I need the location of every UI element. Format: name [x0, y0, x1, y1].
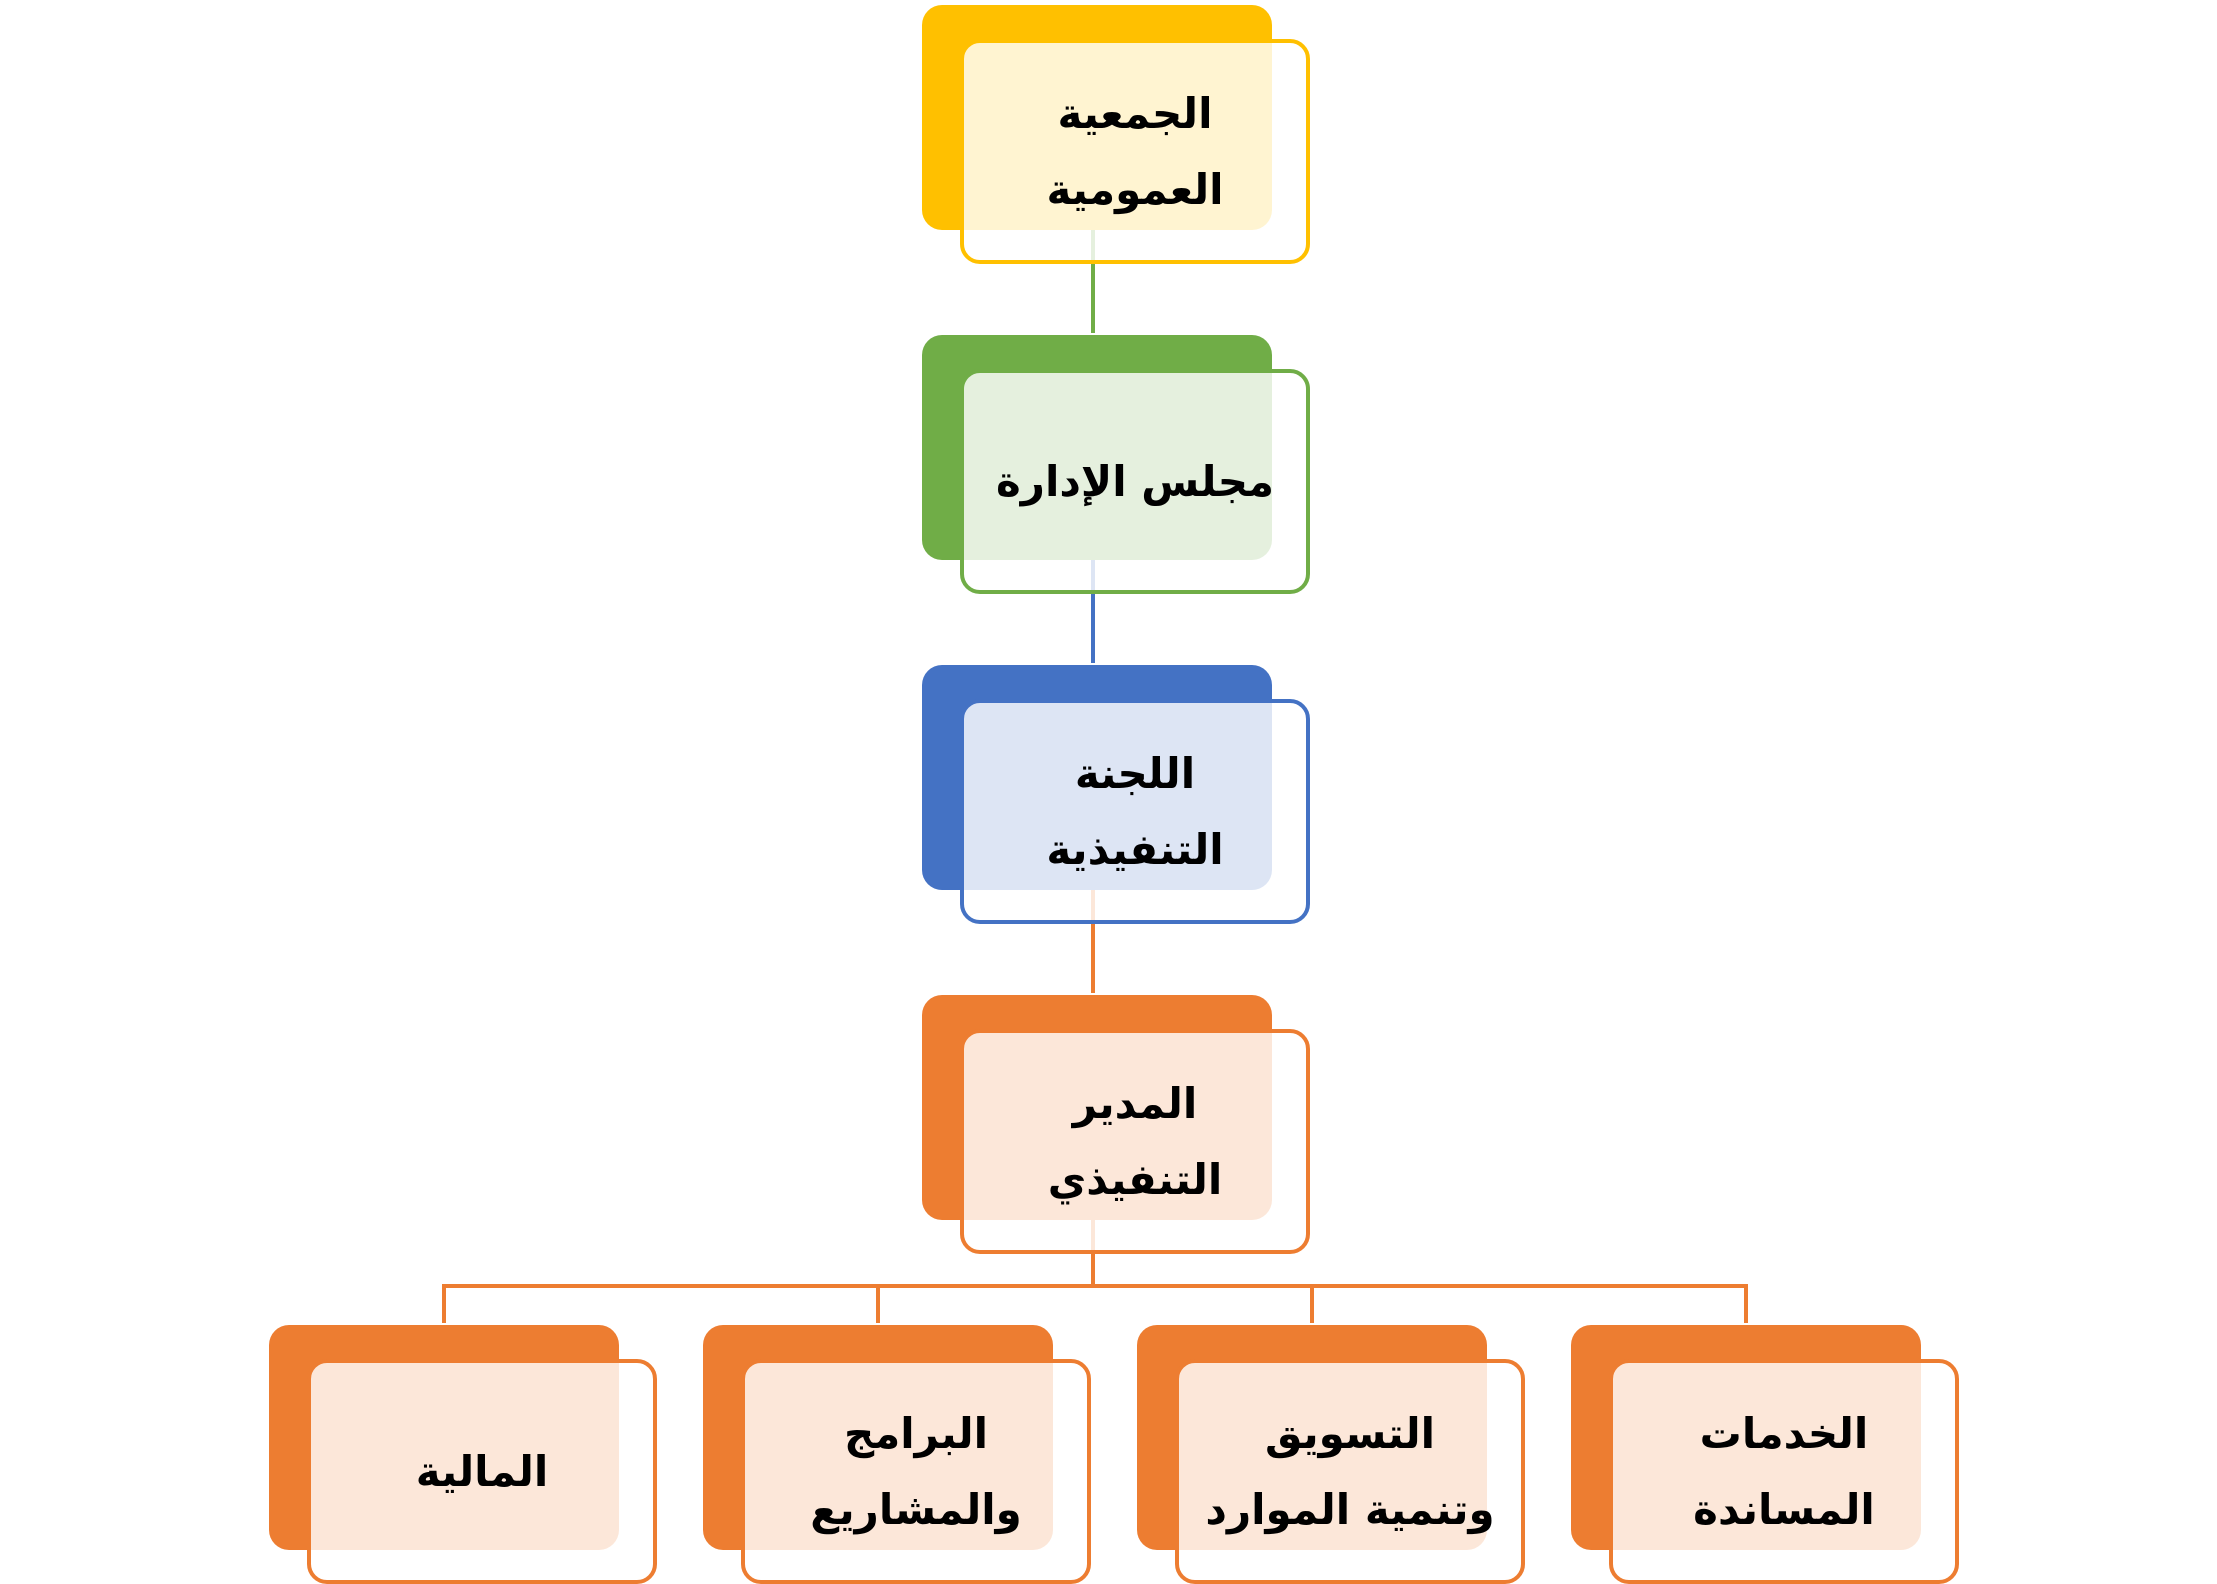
node-board-of-directors: مجلس الإدارة — [922, 335, 1310, 594]
node-label: البرامج والمشاريع — [810, 1408, 1022, 1534]
node-label: التسويق وتنمية الموارد — [1205, 1408, 1495, 1534]
node-executive-committee: اللجنة التنفيذية — [922, 665, 1310, 924]
node-card: المدير التنفيذي — [960, 1029, 1310, 1254]
node-label: مجلس الإدارة — [996, 456, 1275, 506]
node-executive-director: المدير التنفيذي — [922, 995, 1310, 1254]
node-label: الخدمات المساندة — [1693, 1408, 1875, 1534]
node-label: المالية — [415, 1446, 549, 1496]
node-support-services: الخدمات المساندة — [1571, 1325, 1959, 1584]
node-label: الجمعية العمومية — [1046, 88, 1224, 214]
node-finance: المالية — [269, 1325, 657, 1584]
node-card: الجمعية العمومية — [960, 39, 1310, 264]
node-general-assembly: الجمعية العمومية — [922, 5, 1310, 264]
node-marketing-resources: التسويق وتنمية الموارد — [1137, 1325, 1525, 1584]
node-programs-projects: البرامج والمشاريع — [703, 1325, 1091, 1584]
node-card: التسويق وتنمية الموارد — [1175, 1359, 1525, 1584]
node-label: اللجنة التنفيذية — [1046, 748, 1224, 874]
node-card: اللجنة التنفيذية — [960, 699, 1310, 924]
node-card: مجلس الإدارة — [960, 369, 1310, 594]
node-label: المدير التنفيذي — [1047, 1078, 1223, 1204]
node-card: الخدمات المساندة — [1609, 1359, 1959, 1584]
node-card: البرامج والمشاريع — [741, 1359, 1091, 1584]
node-card: المالية — [307, 1359, 657, 1584]
